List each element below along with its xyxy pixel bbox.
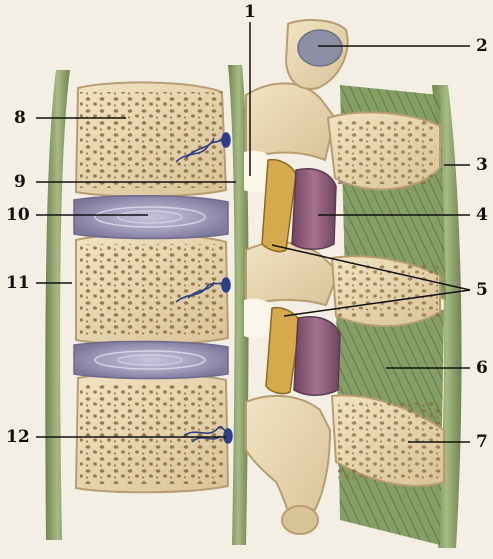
- label-4: 4: [476, 207, 488, 224]
- label-12: 12: [6, 429, 30, 446]
- label-1: 1: [244, 4, 256, 21]
- vertebral-bodies: [76, 82, 228, 492]
- label-2: 2: [476, 38, 488, 55]
- label-3: 3: [476, 157, 488, 174]
- label-5: 5: [476, 282, 488, 299]
- label-7: 7: [476, 434, 488, 451]
- anterior-ligament: [45, 70, 70, 540]
- label-8: 8: [14, 110, 26, 127]
- label-10: 10: [6, 207, 30, 224]
- label-9: 9: [14, 174, 26, 191]
- label-11: 11: [6, 275, 30, 292]
- spinous-processes: [328, 112, 444, 485]
- label-6: 6: [476, 360, 488, 377]
- articular-process-top: [286, 20, 348, 89]
